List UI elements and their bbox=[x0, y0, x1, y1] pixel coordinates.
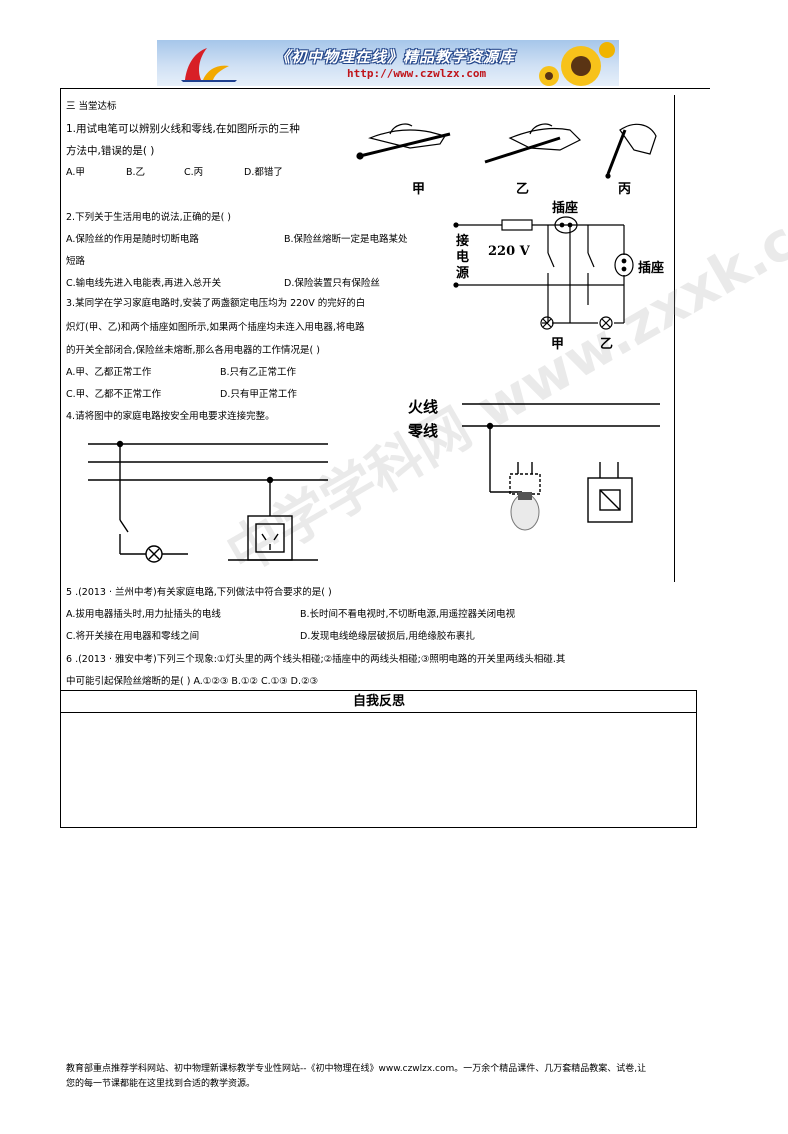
q3-option-d: D.只有甲正常工作 bbox=[220, 389, 297, 400]
top-rule bbox=[60, 88, 710, 89]
q4-live-wire-label: 火线 bbox=[408, 398, 439, 416]
q2-option-d: D.保险装置只有保险丝 bbox=[284, 278, 380, 289]
sunflower-icon bbox=[539, 42, 615, 86]
header-divider bbox=[60, 712, 697, 713]
q1-label-bing: 丙 bbox=[618, 182, 632, 197]
circuit-source-label-3: 源 bbox=[456, 266, 470, 281]
q3-line2: 炽灯(甲、乙)和两个插座如图所示,如果两个插座均未连入用电器,将电路 bbox=[66, 322, 365, 333]
q4-neutral-wire-label: 零线 bbox=[408, 422, 439, 440]
q2-option-a: A.保险丝的作用是随时切断电路 bbox=[66, 234, 199, 245]
q1-option-d: D.都错了 bbox=[244, 167, 283, 178]
q5-option-b: B.长时间不看电视时,不切断电源,用遥控器关闭电视 bbox=[300, 609, 516, 620]
q4-line1: 4.请将图中的家庭电路按安全用电要求连接完整。 bbox=[66, 411, 275, 422]
figure-column-rule bbox=[674, 95, 675, 582]
q3-circuit-diagram bbox=[453, 216, 634, 330]
content-border-bottom bbox=[60, 827, 697, 828]
circuit-voltage-label: 220 V bbox=[488, 244, 530, 259]
content-border-left bbox=[60, 88, 61, 828]
q2-option-c: C.输电线先进入电能表,再进入总开关 bbox=[66, 278, 222, 289]
content-border-right bbox=[696, 690, 697, 828]
footer-line2: 您的每一节课都能在这里找到合适的教学资源。 bbox=[66, 1079, 256, 1089]
q3-option-b: B.只有乙正常工作 bbox=[220, 367, 297, 378]
footer-line1: 教育部重点推荐学科网站、初中物理新课标教学专业性网站--《初中物理在线》www.… bbox=[66, 1064, 647, 1074]
q1-label-jia: 甲 bbox=[412, 182, 426, 197]
header-url[interactable]: http://www.czwlzx.com bbox=[347, 67, 487, 80]
logo-icon bbox=[181, 48, 237, 82]
circuit-source-label-1: 接 bbox=[456, 234, 470, 249]
q1-line1: 1.用试电笔可以辨别火线和零线,在如图所示的三种 bbox=[66, 123, 300, 135]
q1-label-yi: 乙 bbox=[516, 182, 530, 197]
q3-line3: 的开关全部闭合,保险丝未熔断,那么各用电器的工作情况是( ) bbox=[66, 345, 320, 356]
q5-line1: 5 .(2013 · 兰州中考)有关家庭电路,下列做法中符合要求的是( ) bbox=[66, 587, 332, 598]
header-banner: 《初中物理在线》精品教学资源库 http://www.czwlzx.com bbox=[157, 40, 619, 86]
q1-line2: 方法中,错误的是( ) bbox=[66, 145, 155, 157]
q4-left-circuit bbox=[88, 440, 328, 563]
section-divider bbox=[60, 690, 697, 691]
section-title: 三 当堂达标 bbox=[66, 101, 117, 112]
q5-option-d: D.发现电线绝缘层破损后,用绝缘胶布裹扎 bbox=[300, 631, 475, 642]
q1-option-c: C.丙 bbox=[184, 167, 204, 178]
circuit-socket-label-1: 插座 bbox=[552, 201, 579, 216]
circuit-lamp-yi-label: 乙 bbox=[600, 337, 614, 352]
q1-option-a: A.甲 bbox=[66, 167, 85, 178]
q3-option-c: C.甲、乙都不正常工作 bbox=[66, 389, 162, 400]
q2-line1: 2.下列关于生活用电的说法,正确的是( ) bbox=[66, 212, 232, 223]
q3-line1: 3.某同学在学习家庭电路时,安装了两盏额定电压均为 220V 的完好的白 bbox=[66, 298, 366, 309]
q6-line2: 中可能引起保险丝熔断的是( ) A.①②③ B.①② C.①③ D.②③ bbox=[66, 676, 319, 687]
q1-option-b: B.乙 bbox=[126, 167, 146, 178]
q2-option-b: B.保险丝熔断一定是电路某处 bbox=[284, 234, 408, 245]
header-title: 《初中物理在线》精品教学资源库 bbox=[275, 48, 516, 66]
circuit-source-label-2: 电 bbox=[456, 250, 470, 265]
q2-option-b-cont: 短路 bbox=[66, 256, 86, 267]
circuit-socket-label-2: 插座 bbox=[638, 261, 665, 276]
q6-line1: 6 .(2013 · 雅安中考)下列三个现象:①灯头里的两个线头相碰;②插座中的… bbox=[66, 654, 566, 665]
q5-option-c: C.将开关接在用电器和零线之间 bbox=[66, 631, 200, 642]
reflection-title: 自我反思 bbox=[352, 694, 405, 709]
q4-right-circuit bbox=[462, 403, 660, 531]
q5-option-a: A.拔用电器插头时,用力扯插头的电线 bbox=[66, 609, 221, 620]
q1-test-pen-figure bbox=[356, 123, 657, 179]
circuit-lamp-jia-label: 甲 bbox=[551, 337, 565, 352]
q3-option-a: A.甲、乙都正常工作 bbox=[66, 367, 152, 378]
